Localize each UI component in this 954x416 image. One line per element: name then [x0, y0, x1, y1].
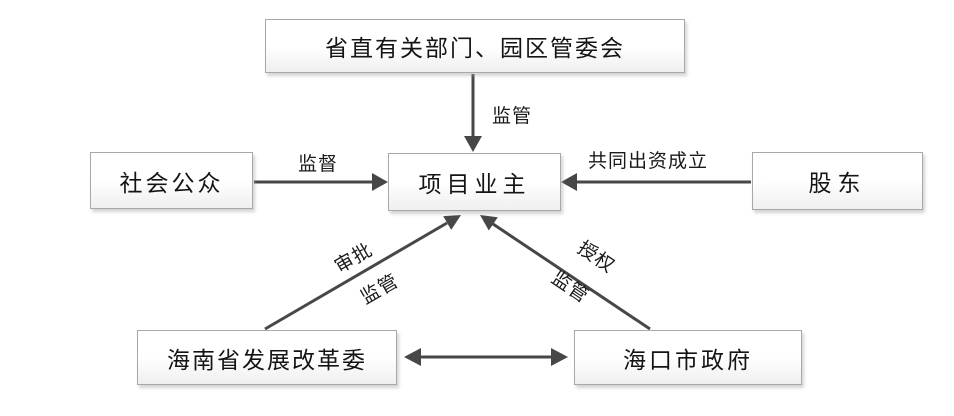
arrow-bottomleft-to-center [264, 215, 461, 331]
node-hainan-drc: 海南省发展改革委 [137, 330, 397, 385]
node-haikou-government: 海口市政府 [574, 330, 802, 385]
node-haikou-government-label: 海口市政府 [623, 347, 753, 373]
arrow-left-to-center [254, 173, 388, 191]
edge-label-left-oversight: 监督 [298, 154, 339, 175]
node-public: 社会公众 [90, 152, 253, 209]
arrow-right-to-center [561, 173, 751, 191]
node-project-owner-label: 项目业主 [418, 172, 531, 197]
edge-label-top-supervision: 监管 [492, 106, 533, 127]
node-hainan-drc-label: 海南省发展改革委 [167, 347, 367, 373]
arrow-bottomright-to-center [480, 215, 651, 331]
node-project-owner: 项目业主 [388, 153, 561, 211]
edge-label-joint-funding: 共同出资成立 [588, 151, 709, 172]
node-provincial-departments-label: 省直有关部门、园区管委会 [325, 36, 625, 61]
arrow-bottomleft-bottomright [404, 348, 568, 366]
node-provincial-departments: 省直有关部门、园区管委会 [265, 19, 685, 73]
node-shareholders-label: 股东 [808, 171, 867, 196]
node-shareholders: 股东 [752, 152, 923, 210]
node-public-label: 社会公众 [119, 170, 224, 196]
arrow-top-to-center [464, 74, 482, 152]
